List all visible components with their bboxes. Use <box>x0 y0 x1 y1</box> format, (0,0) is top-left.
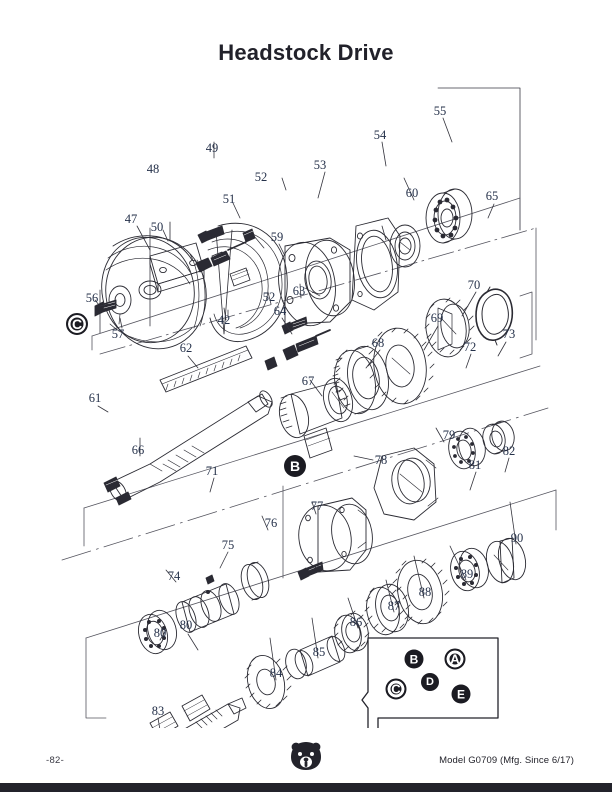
part-label-54: 54 <box>373 127 387 142</box>
part-label-66: 66 <box>131 442 145 457</box>
part-label-75: 75 <box>221 537 235 552</box>
part-label-63: 63 <box>292 283 306 298</box>
bear-head-logo <box>288 740 324 774</box>
part-label-73: 73 <box>502 326 516 341</box>
part-label-48: 48 <box>146 161 160 176</box>
part-label-50: 50 <box>150 219 164 234</box>
part-label-49: 49 <box>205 140 219 155</box>
part-label-82: 82 <box>502 443 516 458</box>
part-label-69: 69 <box>430 310 444 325</box>
part-label-59: 59 <box>270 229 284 244</box>
part-label-76: 76 <box>264 515 278 530</box>
part-label-52: 52 <box>254 169 268 184</box>
legend-marker-a: A <box>444 648 466 670</box>
page-number: -82- <box>46 755 65 766</box>
part-label-74: 74 <box>167 568 181 583</box>
part-label-89: 89 <box>460 566 474 581</box>
part-label-85: 85 <box>312 644 326 659</box>
part-label-47: 47 <box>124 211 138 226</box>
part-label-52b: 52 <box>262 289 276 304</box>
part-label-83: 83 <box>151 703 165 718</box>
part-label-72: 72 <box>463 339 477 354</box>
part-label-80b: 80 <box>179 617 193 632</box>
part-label-68: 68 <box>371 335 385 350</box>
part-label-86: 86 <box>349 614 363 629</box>
part-label-60: 60 <box>405 185 419 200</box>
part-label-80a: 80 <box>153 625 167 640</box>
part-label-90: 90 <box>510 530 524 545</box>
part-label-79: 79 <box>442 427 456 442</box>
legend-marker-c: C <box>385 678 407 700</box>
part-label-87: 87 <box>387 598 401 613</box>
part-label-70: 70 <box>467 277 481 292</box>
footer-rule <box>0 783 612 792</box>
part-label-88: 88 <box>418 584 432 599</box>
part-label-51: 51 <box>222 191 236 206</box>
diagram-artwork <box>61 87 557 779</box>
part-label-53: 53 <box>313 157 327 172</box>
legend-marker-d: D <box>421 673 439 691</box>
part-label-81: 81 <box>468 457 482 472</box>
model-note: Model G0709 (Mfg. Since 6/17) <box>439 755 574 766</box>
exploded-diagram: 42 47 48 49 50 51 52 53 54 55 56 57 59 60 52 63 64 65 67 68… <box>0 78 612 779</box>
assembly-marker-c: C <box>66 313 88 335</box>
legend-marker-e: E <box>451 684 471 704</box>
page-title: Headstock Drive <box>218 40 394 65</box>
part-label-61: 61 <box>88 390 102 405</box>
part-label-62: 62 <box>179 340 193 355</box>
part-label-77: 77 <box>310 498 324 513</box>
part-label-84: 84 <box>269 665 283 680</box>
part-label-67: 67 <box>301 373 315 388</box>
part-label-65: 65 <box>485 188 499 203</box>
legend-marker-b: B <box>404 649 424 669</box>
part-label-78: 78 <box>374 452 388 467</box>
part-label-42: 42 <box>217 312 231 327</box>
part-label-71: 71 <box>205 463 219 478</box>
part-label-57: 57 <box>111 326 125 341</box>
part-label-56: 56 <box>85 290 99 305</box>
part-label-64: 64 <box>273 303 287 318</box>
part-label-55: 55 <box>433 103 447 118</box>
assembly-marker-b: B <box>284 455 306 477</box>
